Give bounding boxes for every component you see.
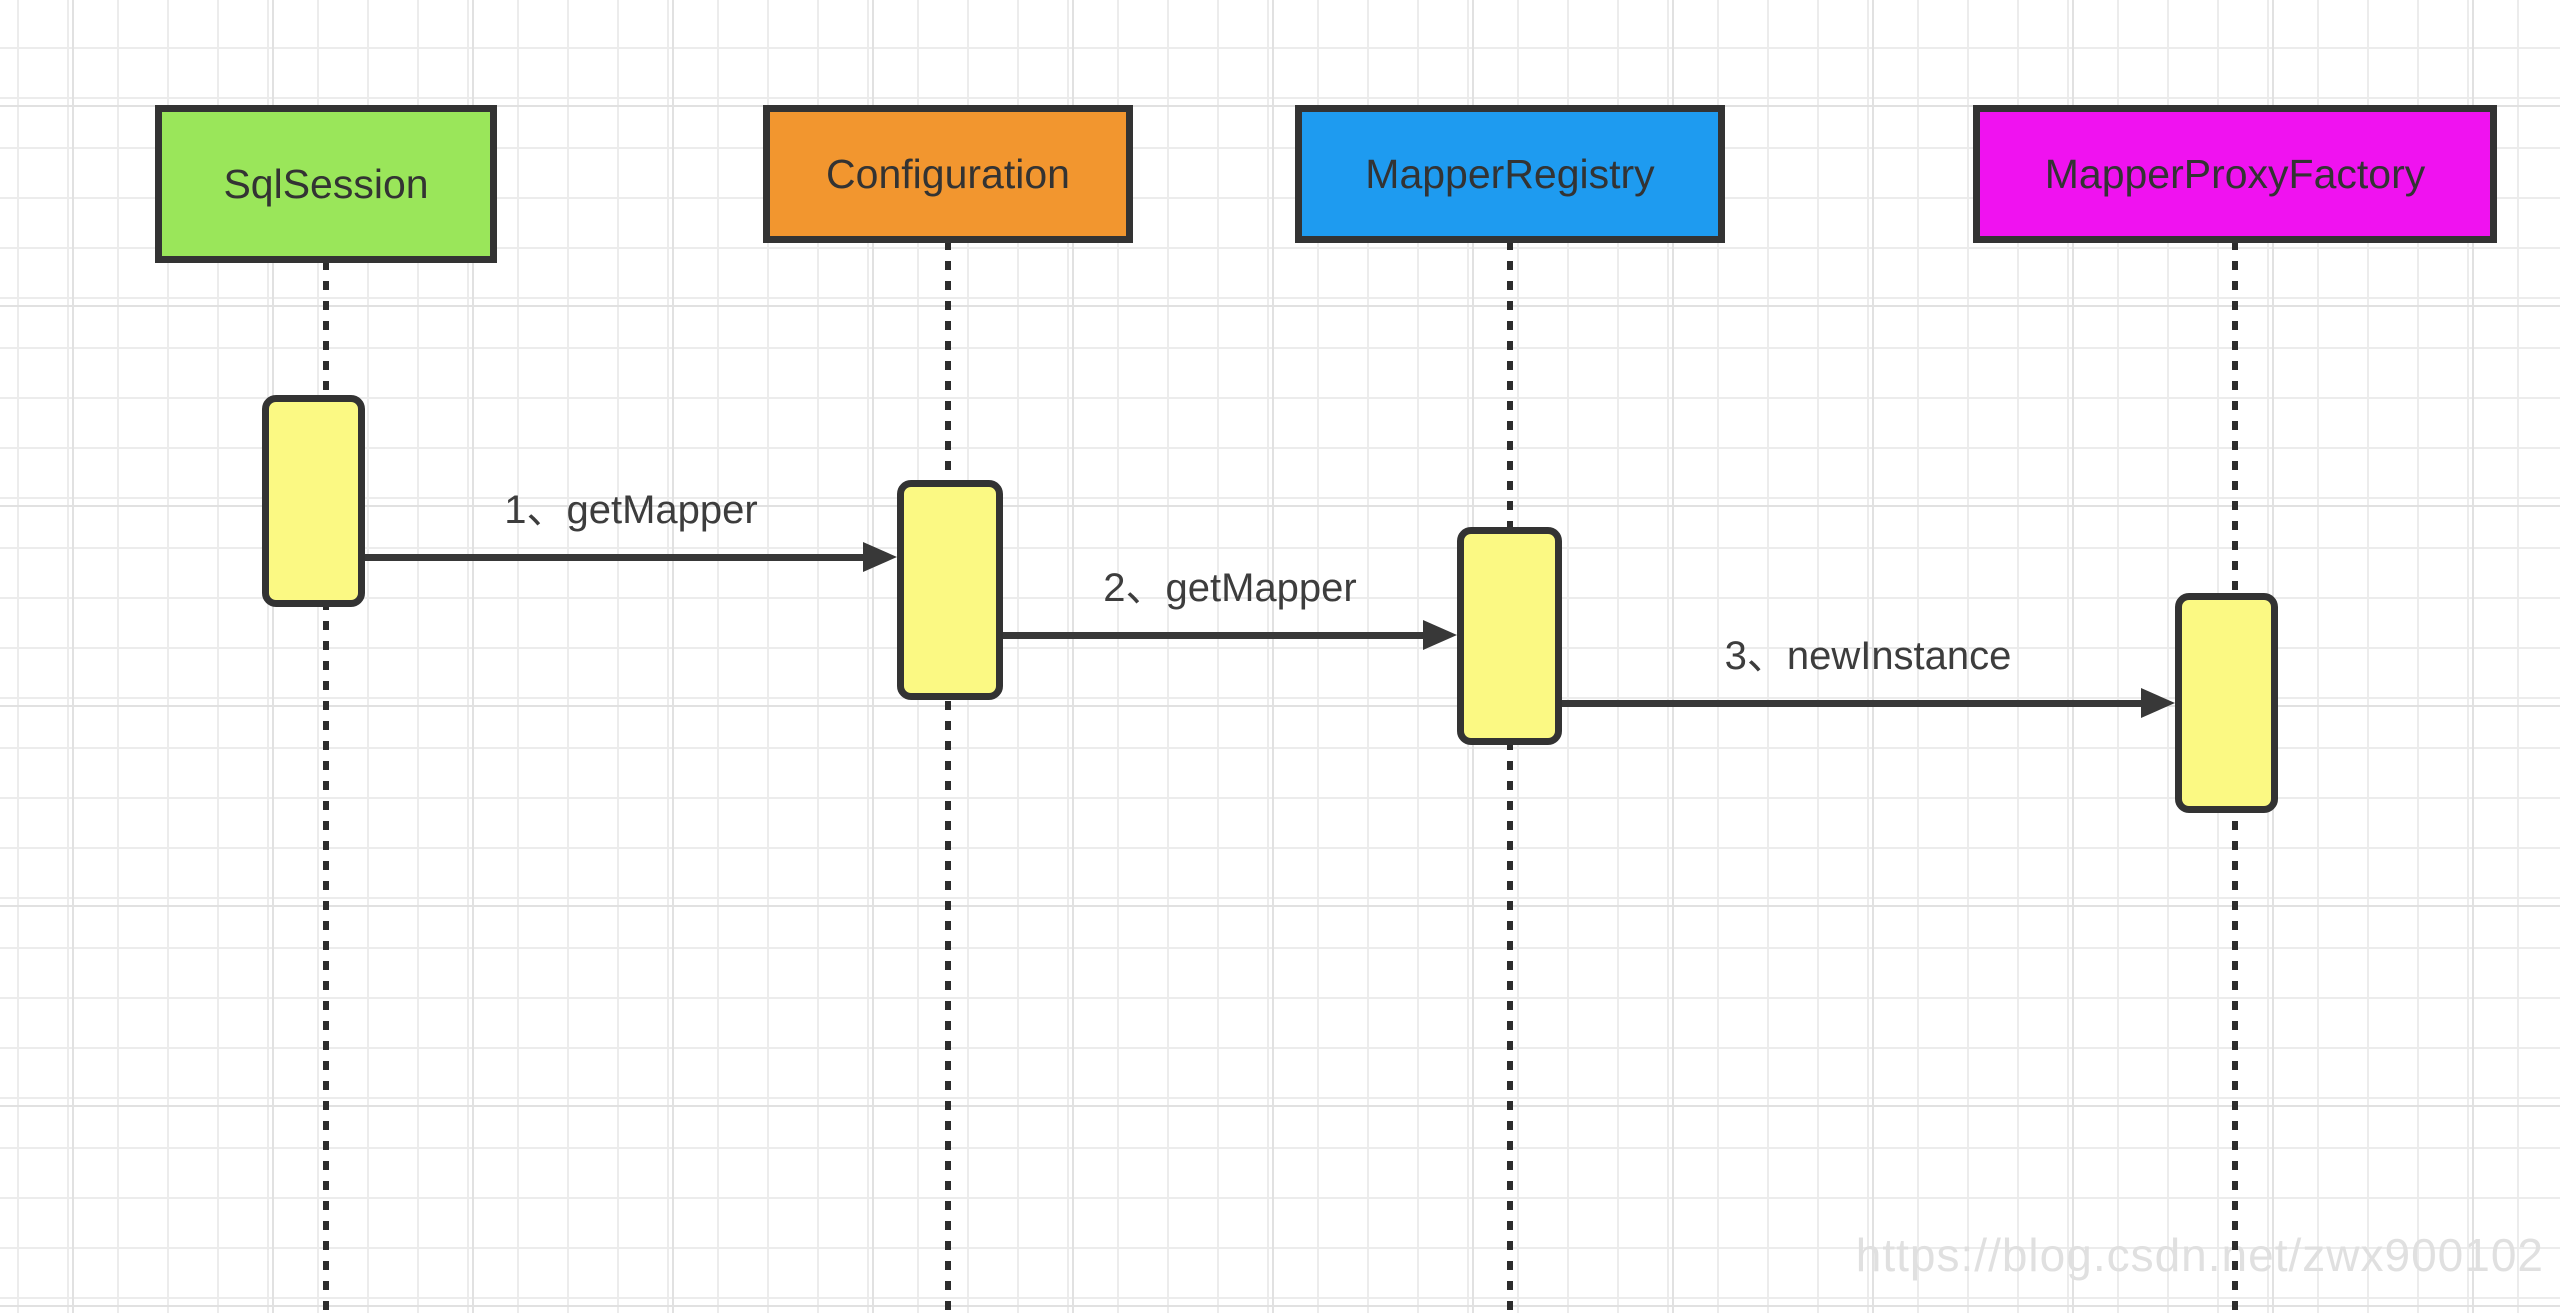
message-label-3: 3、newInstance [1724, 634, 2012, 678]
arrow-head-icon [2141, 688, 2175, 718]
actor-label: MapperRegistry [1365, 150, 1655, 197]
actor-box-sqlsession: SqlSession [155, 105, 497, 263]
actor-box-configuration: Configuration [763, 105, 1133, 243]
actor-label: Configuration [826, 150, 1070, 197]
watermark: https://blog.csdn.net/zwx900102 [1855, 1229, 2544, 1281]
lifeline-configuration [945, 241, 951, 1313]
actor-label: SqlSession [223, 160, 429, 207]
activation-bar-configuration [897, 480, 1003, 700]
message-arrow-3 [1562, 700, 2141, 707]
actor-label: MapperProxyFactory [2044, 150, 2426, 197]
activation-bar-mapperproxyfactory [2175, 593, 2278, 813]
lifeline-mapperregistry [1507, 241, 1513, 1313]
message-arrow-1 [365, 554, 863, 561]
lifeline-sqlsession [323, 261, 329, 1313]
actor-box-mapperproxyfactory: MapperProxyFactory [1973, 105, 2497, 243]
activation-bar-mapperregistry [1457, 527, 1562, 745]
actor-box-mapperregistry: MapperRegistry [1295, 105, 1725, 243]
message-label-2: 2、getMapper [1103, 566, 1357, 610]
message-arrow-2 [1003, 632, 1423, 639]
message-label-1: 1、getMapper [504, 488, 758, 532]
activation-bar-sqlsession [262, 395, 365, 607]
arrow-head-icon [1423, 620, 1457, 650]
arrow-head-icon [863, 542, 897, 572]
